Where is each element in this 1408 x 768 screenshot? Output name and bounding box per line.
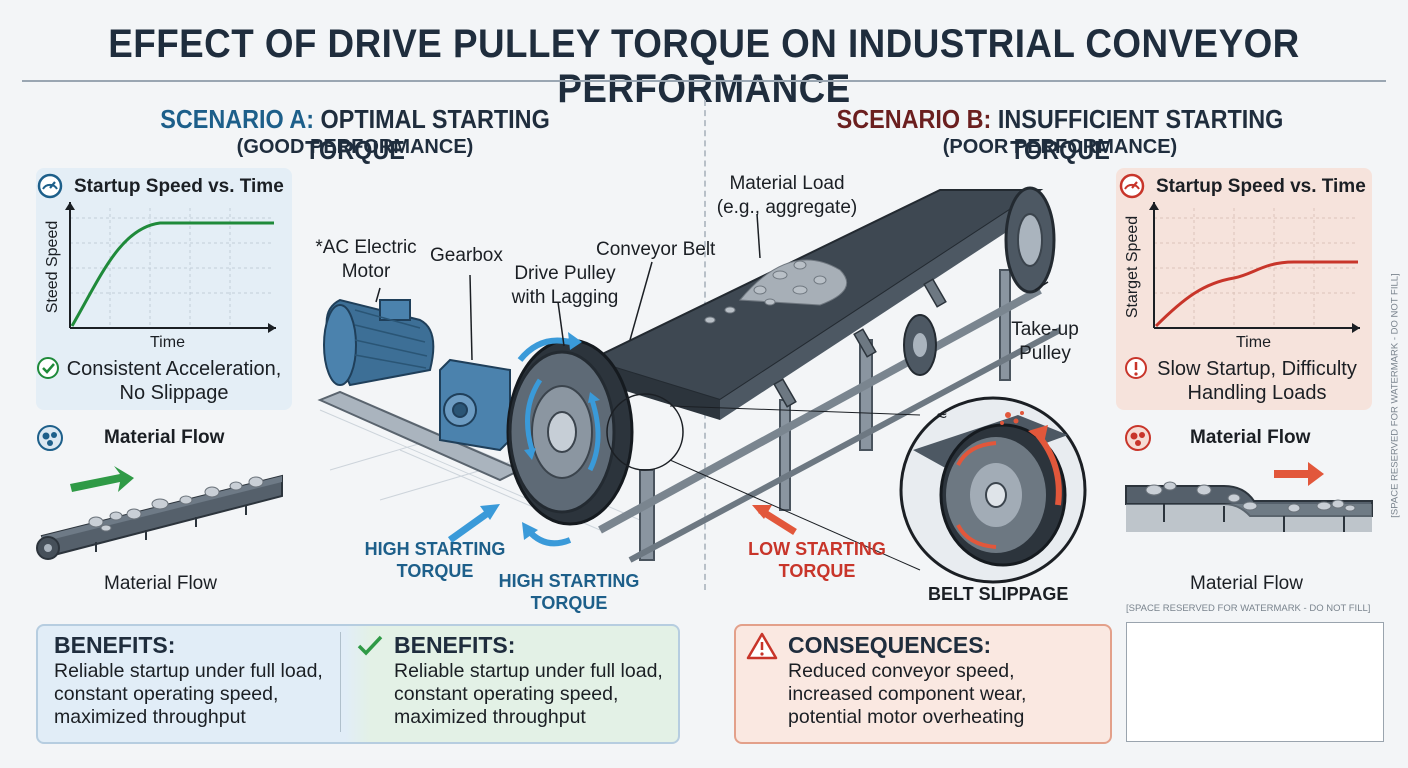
scenario-b-conveyor-illustration [1125,462,1373,532]
scenario-b-flow-caption: Material Flow [1190,573,1303,594]
warning-triangle-icon [746,632,778,660]
scenario-b-y-axis-label: Starget Speed [1124,215,1141,319]
benefits-text-2: Reliable startup under full load,constan… [394,660,663,728]
checkmark-icon [357,635,383,656]
scenario-b-graph-panel [1116,168,1372,410]
label-gearbox: Gearbox [430,245,503,266]
speedometer-icon [37,173,63,199]
scenario-b-graph-title: Startup Speed vs. Time [1156,176,1366,197]
scenario-a-graph-panel [36,168,292,410]
belt-slippage-label: BELT SLIPPAGE [928,584,1069,604]
check-circle-icon [37,357,59,379]
scenario-a-flow-caption: Material Flow [104,573,217,594]
label-material-load: Material Load(e.g., aggregate) [716,173,858,218]
material-flow-icon [1125,425,1151,451]
scenario-b-x-axis-label: Time [1236,334,1271,351]
benefits-heading-2: BENEFITS: [394,632,516,658]
benefits-panel [36,624,680,744]
conveyor-system-illustration [317,186,1060,571]
scenario-a-y-axis-label: Steed Speed [44,220,61,314]
benefits-heading-1: BENEFITS: [54,632,176,658]
scenario-a-flow-title: Material Flow [104,427,225,448]
scenario-a-result: Consistent Acceleration,No Slippage [66,358,282,404]
material-flow-icon [37,425,63,451]
scenario-a-title: SCENARIO A: OPTIMAL STARTING TORQUE [160,104,550,165]
watermark-vertical-note: [SPACE RESERVED FOR WATERMARK - DO NOT F… [1389,273,1401,518]
label-conveyor-belt: Conveyor Belt [596,239,716,260]
scenario-b-flow-title: Material Flow [1190,427,1311,448]
scenario-a-x-axis-label: Time [150,334,185,351]
title-rule [22,80,1386,82]
scenario-b-subtitle: (POOR PERFORMANCE) [942,136,1178,158]
scenario-b-speed-chart [1149,202,1360,333]
consequences-text: Reduced conveyor speed,increased compone… [788,660,1027,728]
consequences-heading: CONSEQUENCES: [788,632,992,658]
consequences-panel [734,624,1112,744]
scenario-a-subtitle: (GOOD PERFORMANCE) [236,136,474,158]
benefits-divider [340,632,341,732]
scenario-a-conveyor-illustration [36,466,283,560]
watermark-note: [SPACE RESERVED FOR WATERMARK - DO NOT F… [1126,603,1371,614]
scenario-a-graph-title: Startup Speed vs. Time [74,176,284,197]
belt-slippage-magnifier: ≈ [899,396,1087,584]
speedometer-icon [1119,173,1145,199]
benefits-text-1: Reliable startup under full load,constan… [54,660,323,728]
page-title: EFFECT OF DRIVE PULLEY TORQUE ON INDUSTR… [108,22,1300,111]
warning-circle-icon [1125,357,1147,379]
scenario-a-speed-chart [65,202,276,333]
watermark-box [1126,622,1384,742]
scenario-b-title: SCENARIO B: INSUFFICIENT STARTING TORQUE [836,104,1284,165]
svg-text:≈: ≈ [936,408,948,424]
